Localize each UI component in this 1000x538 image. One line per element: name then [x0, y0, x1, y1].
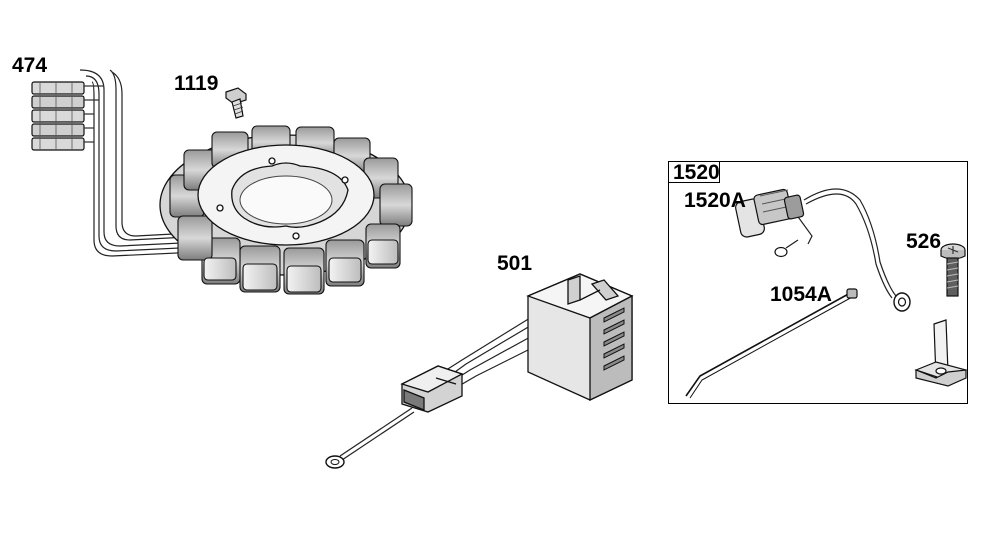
screw-part: [940, 243, 966, 297]
bolt-part: [225, 87, 247, 119]
tie-part: [685, 288, 858, 399]
regulator-label: 501: [497, 252, 533, 275]
stator-coil-caps: [203, 239, 399, 293]
stator-assembly: [31, 69, 413, 295]
screw-label: 526: [906, 230, 942, 253]
kit-tag: 1520: [668, 161, 720, 183]
regulator-assembly: [325, 273, 634, 469]
regulator-fins: [603, 307, 625, 371]
tie-label: 1054A: [770, 283, 832, 306]
stator-label: 474: [12, 54, 48, 77]
kit-frame: [668, 161, 968, 404]
switch-part: [735, 188, 911, 312]
switch-label: 1520A: [684, 189, 746, 212]
bolt-label: 1119: [174, 72, 219, 95]
stator-connector: [31, 81, 104, 151]
bracket-part: [914, 319, 968, 387]
kit-label: 1520: [673, 161, 720, 184]
stator-lead-wires: [79, 69, 286, 257]
